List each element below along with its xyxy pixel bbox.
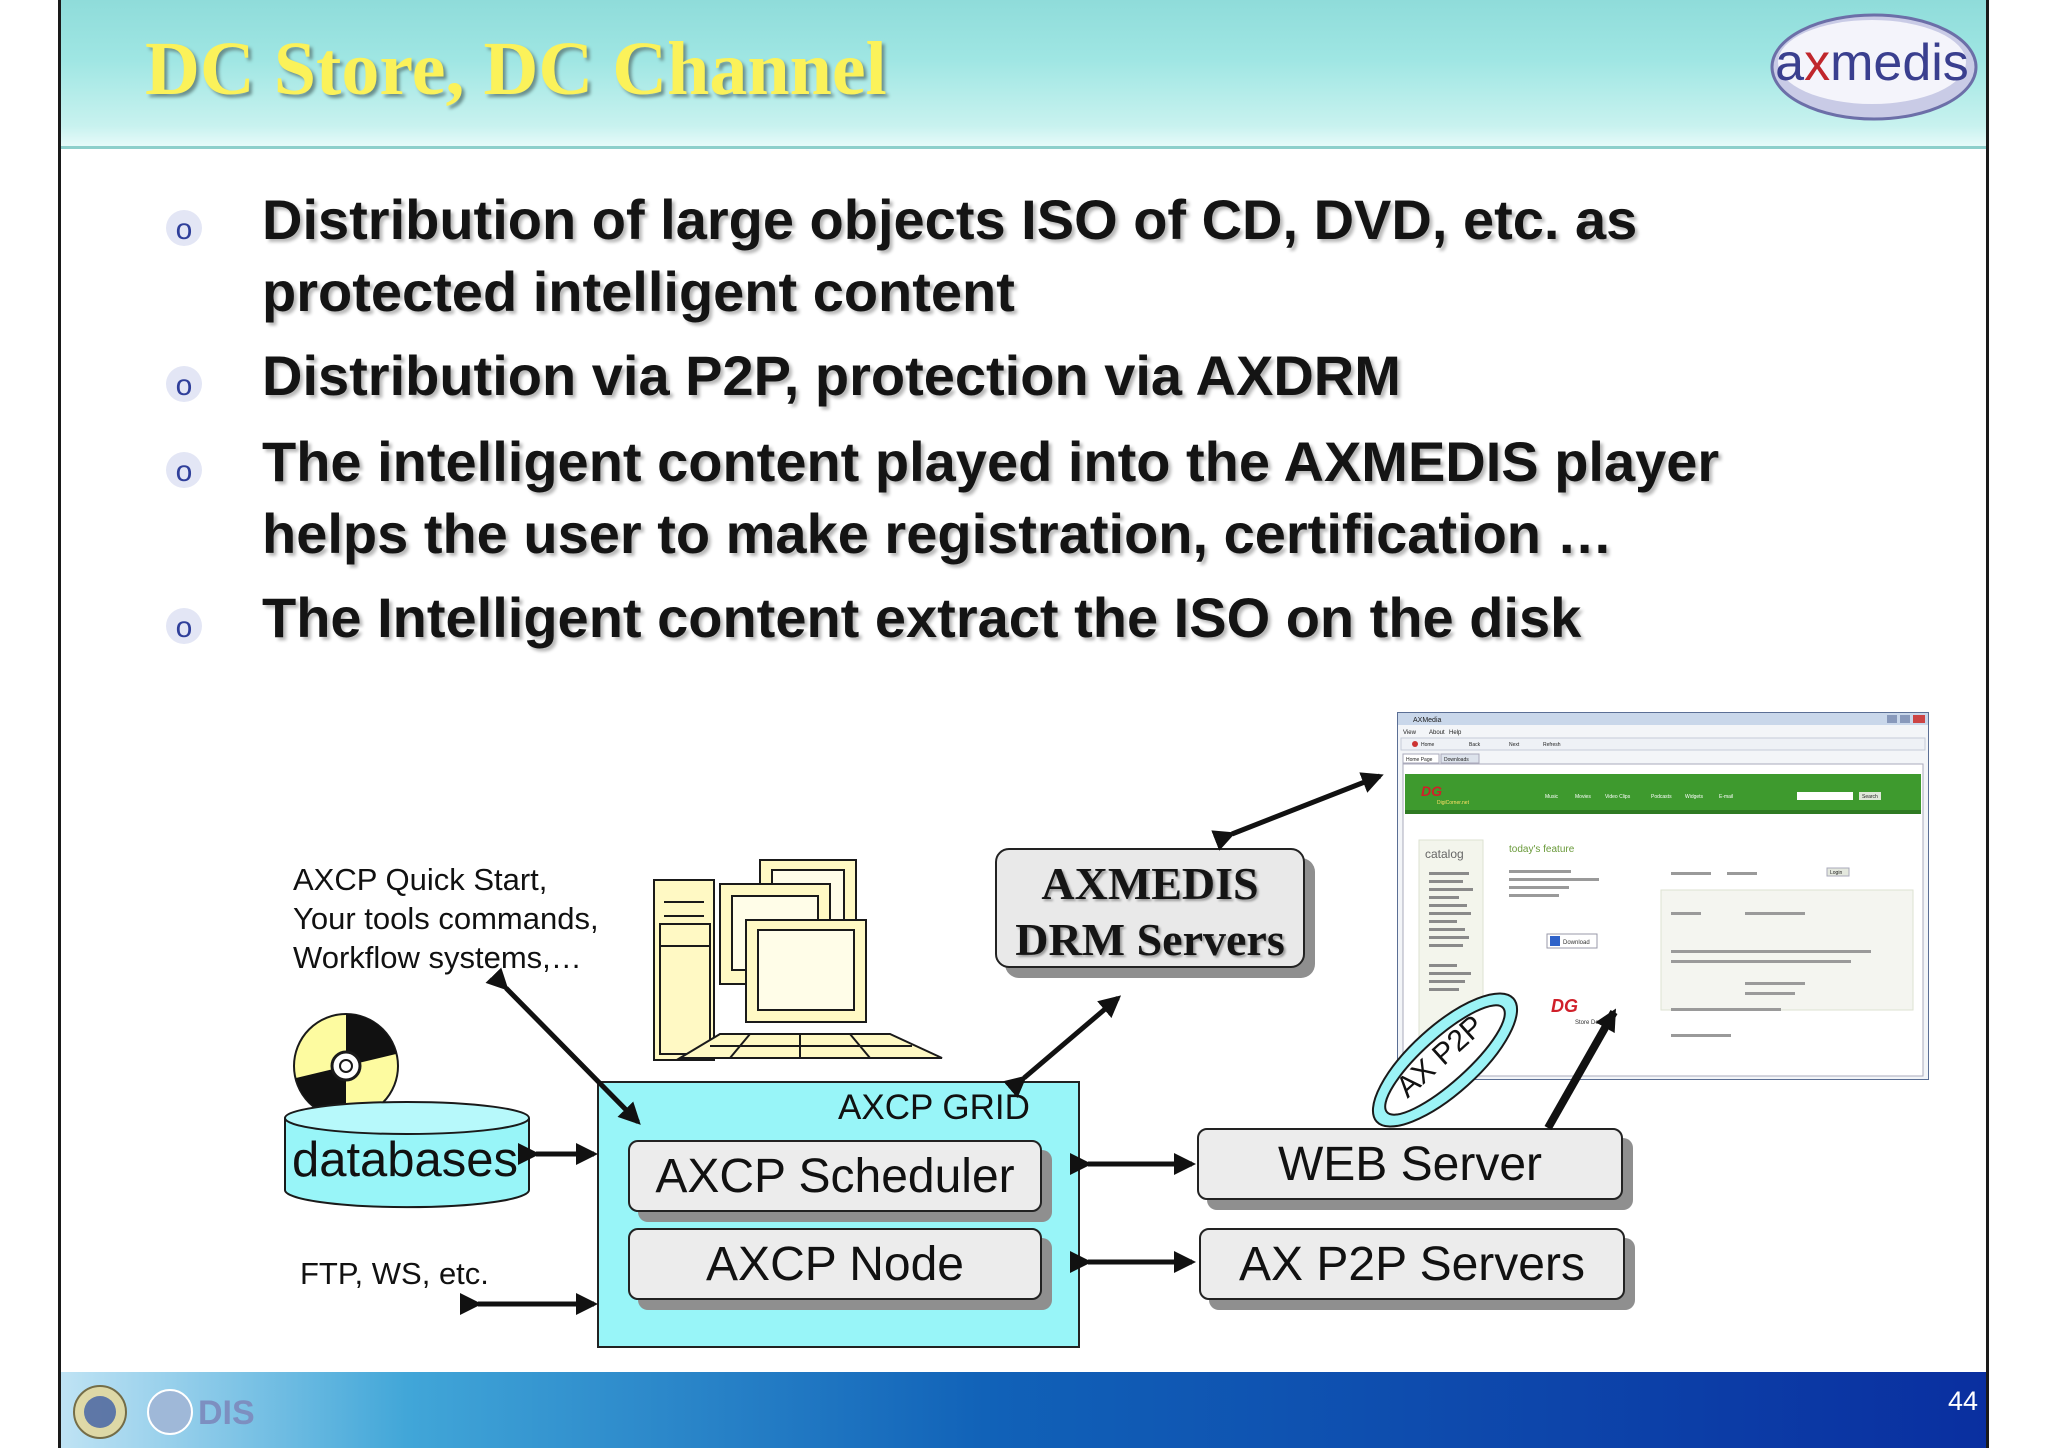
axmedis-drm-servers-box: AXMEDIS DRM Servers bbox=[995, 848, 1305, 968]
toolbar-item: Home bbox=[1421, 742, 1435, 748]
svg-text:o: o bbox=[176, 611, 193, 644]
quick-start-note: AXCP Quick Start, Your tools commands, W… bbox=[293, 860, 599, 977]
p2p-ring-icon bbox=[1371, 992, 1519, 1128]
toolbar-item: Refresh bbox=[1543, 742, 1561, 748]
drm-label-line: DRM Servers bbox=[1015, 914, 1285, 965]
catalog-label: catalog bbox=[1425, 847, 1464, 861]
toolbar-item: Next bbox=[1509, 742, 1520, 748]
axmedis-logo: axmedis bbox=[1770, 13, 1978, 121]
axcp-grid-label: AXCP GRID bbox=[838, 1088, 1030, 1127]
svg-text:axmedis: axmedis bbox=[1775, 34, 1969, 92]
app-tab: Downloads bbox=[1444, 757, 1469, 763]
bullet-icon: o bbox=[166, 608, 202, 644]
nav-item: Podcasts bbox=[1651, 794, 1672, 800]
slide-border-left bbox=[58, 0, 61, 1448]
svg-text:o: o bbox=[176, 455, 193, 488]
menu-item: View bbox=[1403, 730, 1417, 736]
drm-label-line: AXMEDIS bbox=[1041, 858, 1259, 909]
axcp-grid-box bbox=[597, 1081, 1080, 1348]
nav-item: Music bbox=[1545, 794, 1559, 800]
window-title: AXMedia bbox=[1413, 717, 1442, 724]
nav-item: E-mail bbox=[1719, 794, 1733, 800]
databases-cylinder bbox=[284, 1101, 530, 1209]
menu-item: Help bbox=[1449, 730, 1462, 736]
title-bar bbox=[61, 0, 1986, 148]
title-bar-divider bbox=[61, 146, 1986, 149]
feature-label: today's feature bbox=[1509, 844, 1575, 855]
svg-text:DG: DG bbox=[1421, 783, 1442, 799]
toolbar-item: Back bbox=[1469, 742, 1481, 748]
login-button: Login bbox=[1830, 870, 1842, 876]
menu-item: About bbox=[1429, 730, 1445, 736]
search-button: Search bbox=[1862, 794, 1878, 800]
download-button: Download bbox=[1563, 940, 1590, 946]
databases-label: databases bbox=[291, 1133, 519, 1187]
nav-item: Movies bbox=[1575, 794, 1591, 800]
axcp-scheduler-box: AXCP Scheduler bbox=[628, 1140, 1042, 1212]
computers-icon bbox=[653, 859, 943, 1061]
web-server-box: WEB Server bbox=[1197, 1128, 1623, 1200]
quick-start-note-line: Workflow systems,… bbox=[293, 940, 582, 975]
svg-text:o: o bbox=[176, 369, 193, 402]
footer-logo-text: DISIT bbox=[198, 1394, 256, 1432]
bullet-text-4: The Intelligent content extract the ISO … bbox=[262, 586, 1582, 649]
ax-p2p-servers-box: AX P2P Servers bbox=[1199, 1228, 1625, 1300]
arrow-drm-app bbox=[1211, 772, 1384, 851]
bullet-text-3: The intelligent content played into the … bbox=[262, 430, 1720, 565]
bullet-icon: o bbox=[166, 210, 202, 246]
bullet-icon: o bbox=[166, 366, 202, 402]
quick-start-note-line: AXCP Quick Start, bbox=[293, 862, 548, 897]
quick-start-note-line: Your tools commands, bbox=[293, 901, 599, 936]
page-number: 44 bbox=[1948, 1386, 1979, 1416]
nav-item: Video Clips bbox=[1605, 794, 1631, 800]
footer-bar bbox=[61, 1372, 1986, 1448]
brand-label: DigiCorner.net bbox=[1437, 800, 1470, 806]
arrow-grid-drm bbox=[1003, 995, 1122, 1099]
bullet-icon: o bbox=[166, 452, 202, 488]
ftp-note: FTP, WS, etc. bbox=[300, 1256, 489, 1291]
svg-text:DG: DG bbox=[1551, 996, 1578, 1016]
nav-item: Widgets bbox=[1685, 794, 1704, 800]
slide-border-right bbox=[1986, 0, 1989, 1448]
app-tab: Home Page bbox=[1406, 757, 1433, 763]
disit-logo: DISIT bbox=[73, 1385, 256, 1439]
bullet-text-2: Distribution via P2P, protection via AXD… bbox=[262, 344, 1401, 407]
axcp-node-box: AXCP Node bbox=[628, 1228, 1042, 1300]
store-label: Store Do bbox=[1575, 1020, 1599, 1026]
slide-title: DC Store, DC Channel bbox=[145, 27, 887, 111]
bullet-text-1: Distribution of large objects ISO of CD,… bbox=[262, 188, 1638, 323]
svg-text:o: o bbox=[176, 213, 193, 246]
